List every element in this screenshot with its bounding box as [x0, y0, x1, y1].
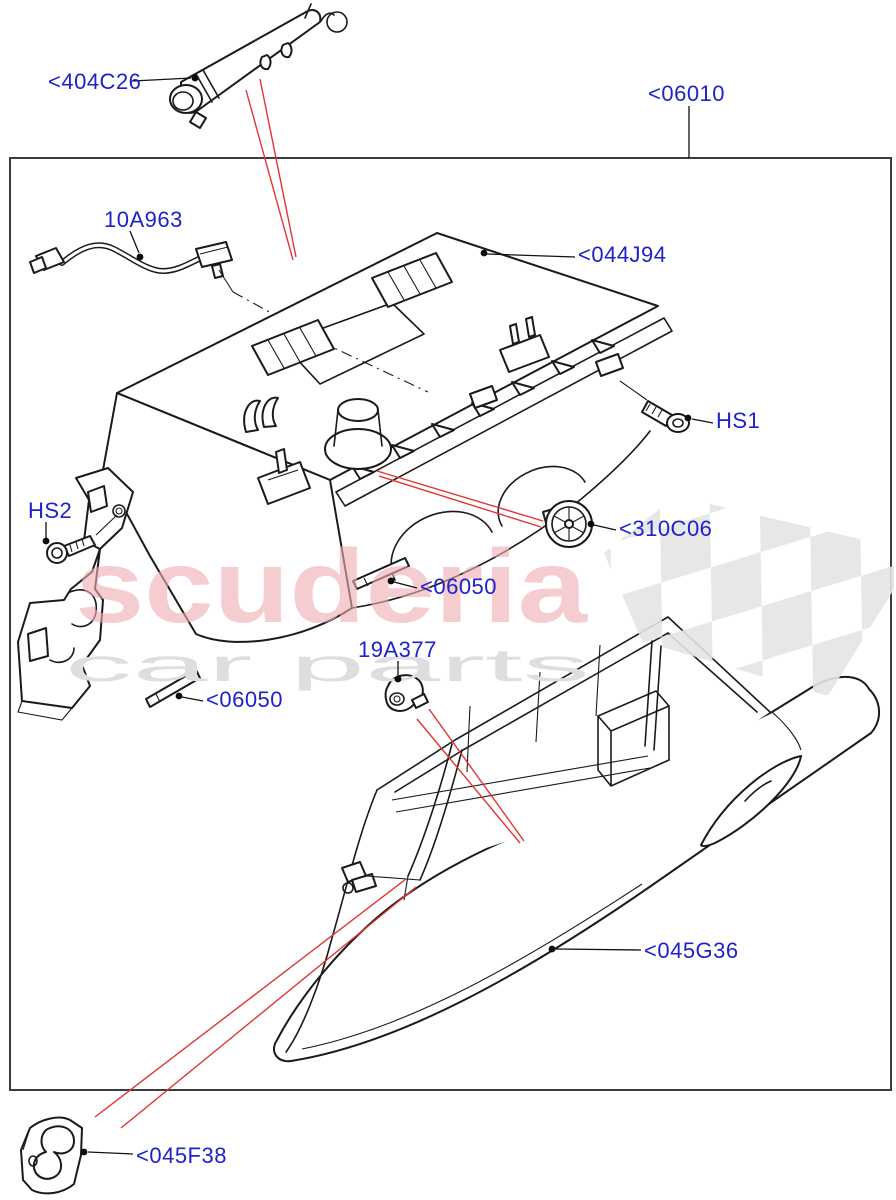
part-label-044J94[interactable]: <044J94 [578, 242, 667, 267]
watermark-subtext: car parts [65, 639, 590, 691]
watermark-brand: scuderia [75, 529, 588, 645]
part-label-06050-upper[interactable]: <06050 [420, 574, 497, 599]
diagram-border [9, 157, 892, 1091]
part-labels: <404C26 <06010 10A963 <044J94 HS1 HS2 <3… [28, 69, 760, 1168]
part-label-045F38[interactable]: <045F38 [136, 1143, 227, 1168]
part-label-06050-lower[interactable]: <06050 [206, 687, 283, 712]
part-label-404C26[interactable]: <404C26 [48, 69, 141, 94]
pin-06050-lower-art [145, 669, 201, 708]
side-bracket-art [17, 467, 134, 721]
wire-harness-art [29, 241, 427, 392]
part-label-310C06[interactable]: <310C06 [619, 516, 712, 541]
red-locator-lines [94, 78, 544, 1129]
gas-strut-art [169, 3, 348, 129]
leader-lines [42, 74, 714, 1156]
pin-06050-upper-art [352, 557, 410, 590]
grommet-310c06-art [542, 500, 593, 548]
checkered-flag-watermark [604, 496, 894, 696]
glovebox-bin-art [285, 616, 771, 1053]
watermark: scuderia car parts [65, 496, 894, 696]
part-label-045G36[interactable]: <045G36 [644, 938, 739, 963]
part-label-HS1[interactable]: HS1 [716, 408, 760, 433]
clip-19a377-art [384, 674, 429, 712]
screw-hs1-art [619, 380, 690, 433]
part-label-19A377[interactable]: 19A377 [358, 637, 437, 662]
part-label-10A963[interactable]: 10A963 [104, 207, 183, 232]
part-label-06010[interactable]: <06010 [648, 81, 725, 106]
glovebox-housing-art [102, 232, 673, 643]
clip-045f38-art [20, 1116, 83, 1195]
part-label-HS2[interactable]: HS2 [28, 498, 72, 523]
screw-hs2-art [46, 514, 118, 564]
